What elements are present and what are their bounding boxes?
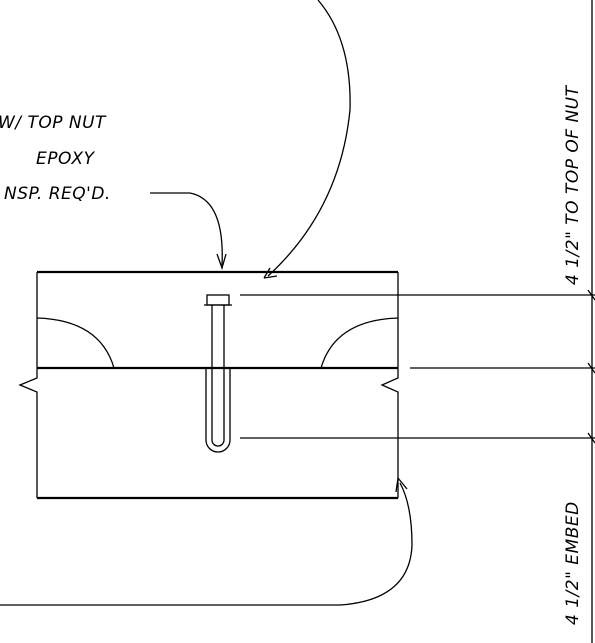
dim-text-embed: 4 1/2" EMBED [563, 501, 583, 625]
callout-line-1: W/ TOP NUT [0, 113, 107, 133]
dim-text-top-of-nut: 4 1/2" TO TOP OF NUT [563, 84, 583, 285]
top-leader-curve [267, 0, 351, 277]
embedded-shank [211, 368, 225, 447]
bottom-leader-curve [0, 482, 413, 606]
right-break-line [380, 368, 399, 498]
bolt-nut [206, 294, 230, 306]
callout-line-3: NSP. REQ'D. [4, 184, 111, 204]
dim-tick-2 [587, 362, 595, 374]
left-fillet-arc [36, 317, 115, 369]
bottom-leader-arrowhead [395, 477, 408, 493]
callout-arrowhead [216, 253, 227, 271]
left-break-line [18, 368, 38, 498]
callout-line-2: EPOXY [36, 149, 96, 169]
dim-tick-3 [587, 432, 595, 444]
epoxy-hole [205, 368, 231, 453]
dim-tick-1 [587, 289, 595, 301]
right-fillet-arc [320, 317, 399, 369]
callout-leader [150, 192, 223, 266]
